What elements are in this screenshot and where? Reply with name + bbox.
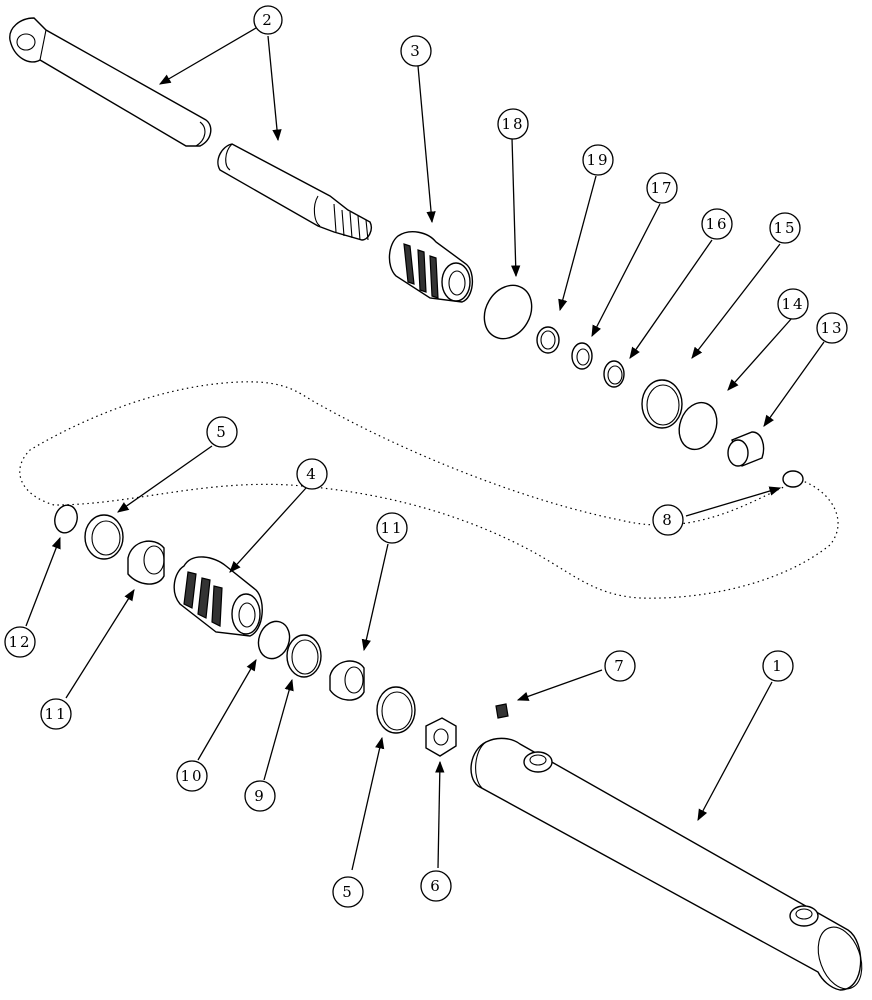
callout-2: 2 [253,5,283,35]
piston-rod-upper [9,17,212,147]
backup-ring-19 [536,326,560,354]
callout-11-upper: 11 [376,512,408,544]
leader-lines [25,27,825,871]
callout-17: 17 [646,172,678,204]
callout-label: 11 [380,519,403,537]
seal-15 [641,379,683,429]
wiper-5-left [84,514,124,560]
wear-ring-11-left [127,540,165,585]
callout-label: 8 [662,511,674,529]
callout-9: 9 [244,780,276,812]
callout-15: 15 [769,212,801,244]
callout-label: 16 [705,215,728,233]
bushing-13 [727,431,765,467]
o-ring-12 [54,504,78,534]
callout-3: 3 [400,35,432,67]
callout-10: 10 [176,760,208,792]
callouts: 2 3 18 19 17 16 15 14 13 5 4 11 8 7 1 12… [4,5,848,908]
callout-label: 14 [781,295,804,313]
gland [388,231,473,303]
callout-label: 15 [773,219,796,237]
piston-4 [173,556,263,637]
callout-label: 6 [430,877,442,895]
callout-label: 11 [44,705,67,723]
callout-1: 1 [762,650,794,682]
callout-label: 1 [772,657,784,675]
callout-label: 12 [8,633,31,651]
callout-5-lower: 5 [332,876,364,908]
callout-19: 19 [582,144,614,176]
seal-17 [571,342,593,370]
o-ring-18 [483,284,533,340]
callout-18: 18 [497,108,529,140]
wiper-5-right [376,686,416,734]
callout-8: 8 [652,504,684,536]
callout-5-upper: 5 [206,416,238,448]
piston-rod-lower [217,143,372,241]
callout-label: 4 [306,465,318,483]
wear-ring-11-right [329,660,365,701]
callout-6: 6 [420,870,452,902]
callout-11-lower: 11 [40,698,72,730]
o-ring-14 [678,401,718,451]
cylinder-barrel [470,737,863,991]
callout-label: 5 [216,423,228,441]
callout-4: 4 [296,458,328,490]
callout-label: 17 [650,179,673,197]
callout-label: 7 [614,657,626,675]
callout-label: 9 [254,787,266,805]
callout-label: 3 [410,42,422,60]
o-ring-10 [257,620,291,660]
callout-12: 12 [4,626,36,658]
callout-13: 13 [816,312,848,344]
callout-16: 16 [701,208,733,240]
backup-ring-9 [286,634,322,678]
callout-label: 18 [501,115,524,133]
callout-label: 10 [180,767,203,785]
o-ring-8 [782,470,804,488]
callout-label: 5 [342,883,354,901]
grease-fitting-7 [495,703,509,719]
seal-16 [603,360,625,388]
callout-14: 14 [777,288,809,320]
callout-label: 2 [262,11,274,29]
callout-label: 19 [586,151,609,169]
callout-label: 13 [820,319,843,337]
callout-7: 7 [604,650,636,682]
nut-6 [425,717,457,757]
